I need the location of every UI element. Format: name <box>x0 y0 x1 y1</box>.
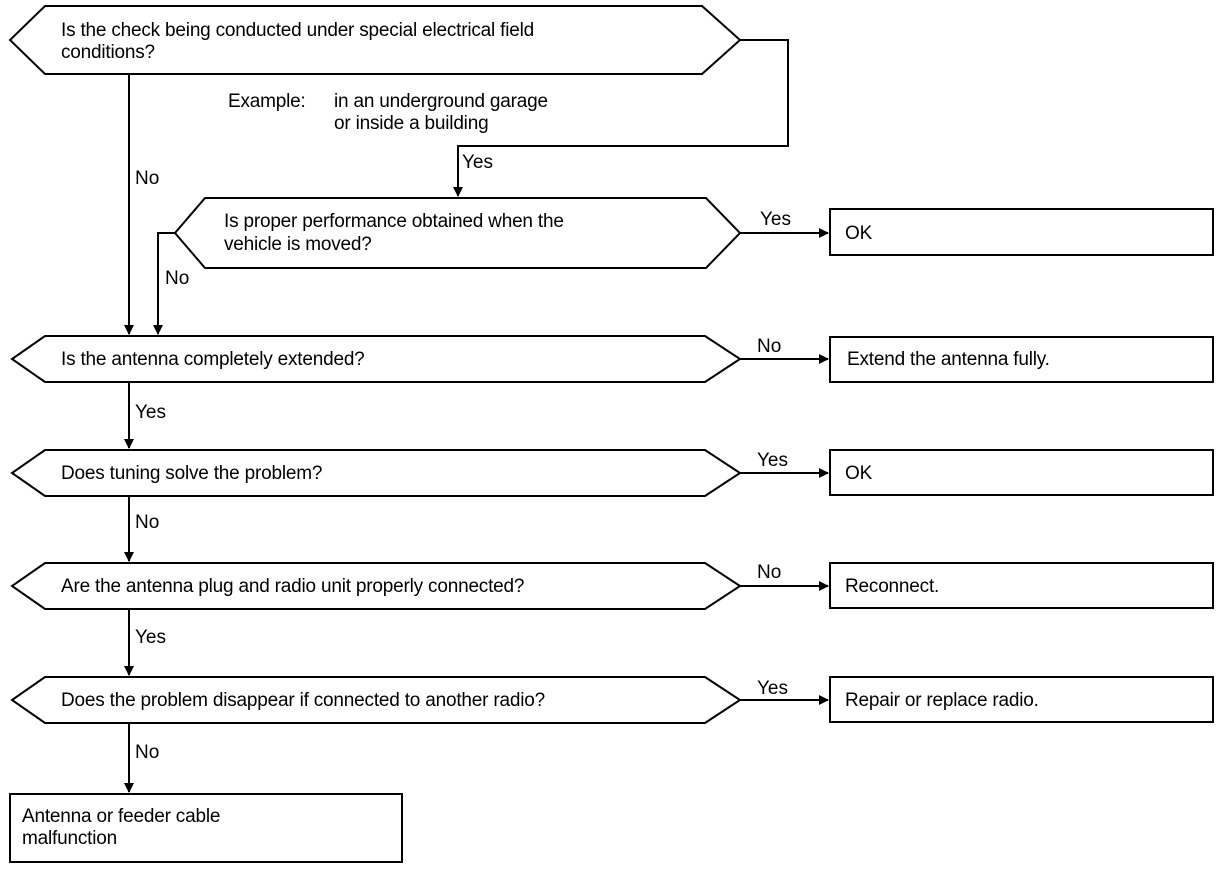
result-ok-moved-text: OK <box>845 223 873 244</box>
result-malfunction-line-2: malfunction <box>22 828 117 849</box>
result-reconnect-box <box>829 562 1214 609</box>
edge-label-tuning-yes: Yes <box>757 450 788 471</box>
result-malfunction-box <box>9 793 403 863</box>
result-repair-text: Repair or replace radio. <box>845 690 1039 711</box>
result-reconnect-text: Reconnect. <box>845 576 940 597</box>
result-ok-moved-box <box>829 208 1214 256</box>
decision-antenna-extended-shape <box>10 335 742 383</box>
edge-label-other-no: No <box>135 742 160 763</box>
edge-label-extended-yes: Yes <box>135 402 166 423</box>
decision-vehicle-moved-line-1: Is proper performance obtained when the <box>224 211 564 232</box>
result-malfunction-line-1: Antenna or feeder cable <box>22 806 221 827</box>
note-line-1: in an underground garage <box>334 91 548 112</box>
edge-label-moved-yes: Yes <box>760 209 791 230</box>
result-repair-box <box>829 676 1214 723</box>
note-label: Example: <box>228 91 306 112</box>
decision-special-field-line-2: conditions? <box>61 42 155 63</box>
result-ok-tuning-text: OK <box>845 463 873 484</box>
edge-label-tuning-no: No <box>135 512 160 533</box>
edge-label-plug-no: No <box>757 562 782 583</box>
edge-label-moved-no: No <box>165 268 190 289</box>
decision-plug-connected-text: Are the antenna plug and radio unit prop… <box>61 576 525 597</box>
edge-label-special-yes: Yes <box>462 152 493 173</box>
decision-vehicle-moved-line-2: vehicle is moved? <box>224 234 372 255</box>
result-extend-box <box>829 336 1214 383</box>
decision-antenna-extended-text: Is the antenna completely extended? <box>61 349 365 370</box>
connector-special-yes <box>453 39 789 197</box>
decision-special-field-shape <box>8 5 742 75</box>
decision-tuning-shape <box>10 449 742 497</box>
result-ok-tuning-box <box>829 449 1214 496</box>
edge-label-special-no: No <box>135 168 160 189</box>
edge-label-plug-yes: Yes <box>135 627 166 648</box>
result-extend-text: Extend the antenna fully. <box>847 349 1050 370</box>
decision-tuning-text: Does tuning solve the problem? <box>61 463 323 484</box>
decision-plug-connected-shape <box>10 562 742 610</box>
decision-special-field-line-1: Is the check being conducted under speci… <box>61 20 534 41</box>
edge-label-extended-no: No <box>757 336 782 357</box>
decision-other-radio-shape <box>10 676 742 724</box>
note-line-2: or inside a building <box>334 113 489 134</box>
connector-moved-no <box>153 232 175 335</box>
edge-label-other-yes: Yes <box>757 678 788 699</box>
decision-other-radio-text: Does the problem disappear if connected … <box>61 690 545 711</box>
